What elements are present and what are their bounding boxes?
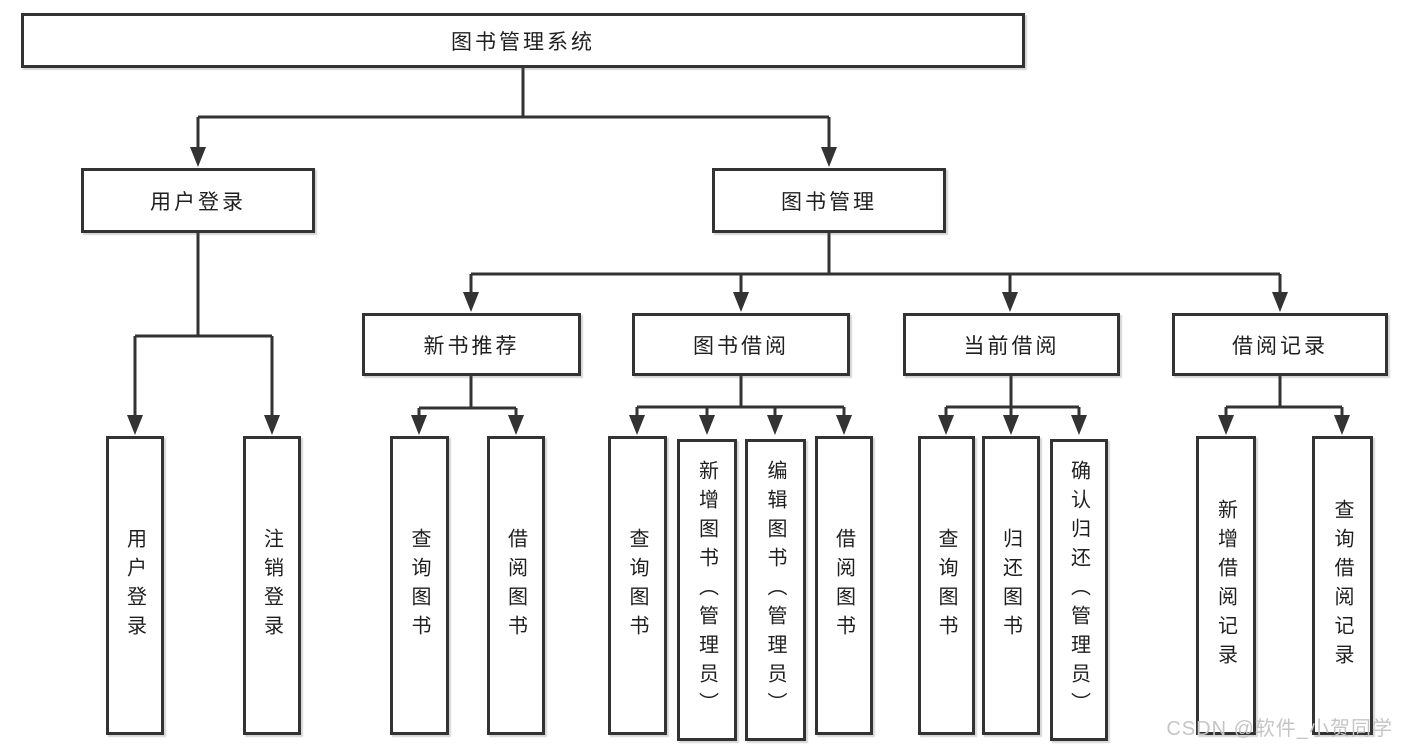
node-label: 图书管理: [781, 190, 877, 214]
arrow-down-icon: [938, 415, 954, 435]
leaf-add-books-admin: 新增图书（管理员）: [677, 439, 737, 741]
node-label: 借阅记录: [1232, 334, 1328, 358]
watermark: CSDN @软件_小贺同学: [1166, 718, 1393, 740]
leaf-borrowing-borrow-books: 借阅图书: [815, 436, 873, 735]
arrow-down-icon: [1218, 415, 1234, 435]
node-label: 查询图书: [408, 527, 430, 644]
node-label: 图书管理系统: [451, 30, 595, 54]
leaf-query-borrow-record: 查询借阅记录: [1312, 436, 1373, 735]
node-label: 确认归还（管理员）: [1067, 459, 1090, 721]
arrow-down-icon: [629, 415, 645, 435]
node-label: 查询图书: [935, 527, 957, 644]
node-label: 查询图书: [626, 527, 648, 644]
node-borrow-records: 借阅记录: [1172, 313, 1388, 376]
leaf-confirm-return-admin: 确认归还（管理员）: [1050, 439, 1108, 741]
node-system-root: 图书管理系统: [21, 13, 1025, 68]
node-label: 用户登录: [123, 527, 146, 644]
node-label: 归还图书: [999, 527, 1022, 644]
leaf-borrowing-query-books: 查询图书: [608, 436, 667, 735]
node-user-login: 用户登录: [81, 168, 315, 233]
arrow-down-icon: [127, 415, 143, 435]
arrow-down-icon: [1071, 415, 1087, 435]
leaf-recommend-borrow-books: 借阅图书: [487, 436, 545, 735]
arrow-down-icon: [508, 415, 524, 435]
arrow-down-icon: [463, 292, 479, 312]
node-book-management: 图书管理: [712, 168, 946, 233]
arrow-down-icon: [733, 292, 749, 312]
leaf-current-query-books: 查询图书: [918, 436, 975, 735]
node-current-borrowing: 当前借阅: [903, 313, 1120, 376]
node-label: 借阅图书: [504, 527, 527, 644]
leaf-logout: 注销登录: [243, 436, 301, 735]
node-label: 注销登录: [260, 527, 283, 644]
node-label: 新增图书（管理员）: [695, 459, 718, 721]
arrow-down-icon: [767, 415, 783, 435]
node-label: 编辑图书（管理员）: [764, 459, 786, 721]
leaf-recommend-query-books: 查询图书: [390, 436, 449, 735]
arrow-down-icon: [1334, 415, 1350, 435]
leaf-user-login: 用户登录: [106, 436, 164, 735]
leaf-return-books: 归还图书: [982, 436, 1040, 735]
arrow-down-icon: [1272, 292, 1288, 312]
node-label: 图书借阅: [693, 334, 789, 358]
arrow-down-icon: [190, 147, 206, 167]
node-label: 查询借阅记录: [1331, 498, 1353, 673]
arrow-down-icon: [1002, 292, 1018, 312]
arrow-down-icon: [411, 415, 427, 435]
node-book-borrowing: 图书借阅: [632, 313, 850, 376]
node-label: 借阅图书: [832, 527, 855, 644]
node-label: 新书推荐: [423, 334, 520, 358]
node-label: 新增借阅记录: [1214, 498, 1237, 673]
arrow-down-icon: [821, 147, 837, 167]
arrow-down-icon: [1003, 415, 1019, 435]
leaf-edit-books-admin: 编辑图书（管理员）: [745, 439, 806, 741]
node-label: 用户登录: [150, 190, 246, 214]
node-new-book-recommend: 新书推荐: [362, 313, 581, 376]
node-label: 当前借阅: [963, 334, 1060, 358]
arrow-down-icon: [836, 415, 852, 435]
arrow-down-icon: [699, 415, 715, 435]
leaf-add-borrow-record: 新增借阅记录: [1196, 436, 1256, 735]
arrow-down-icon: [264, 415, 280, 435]
